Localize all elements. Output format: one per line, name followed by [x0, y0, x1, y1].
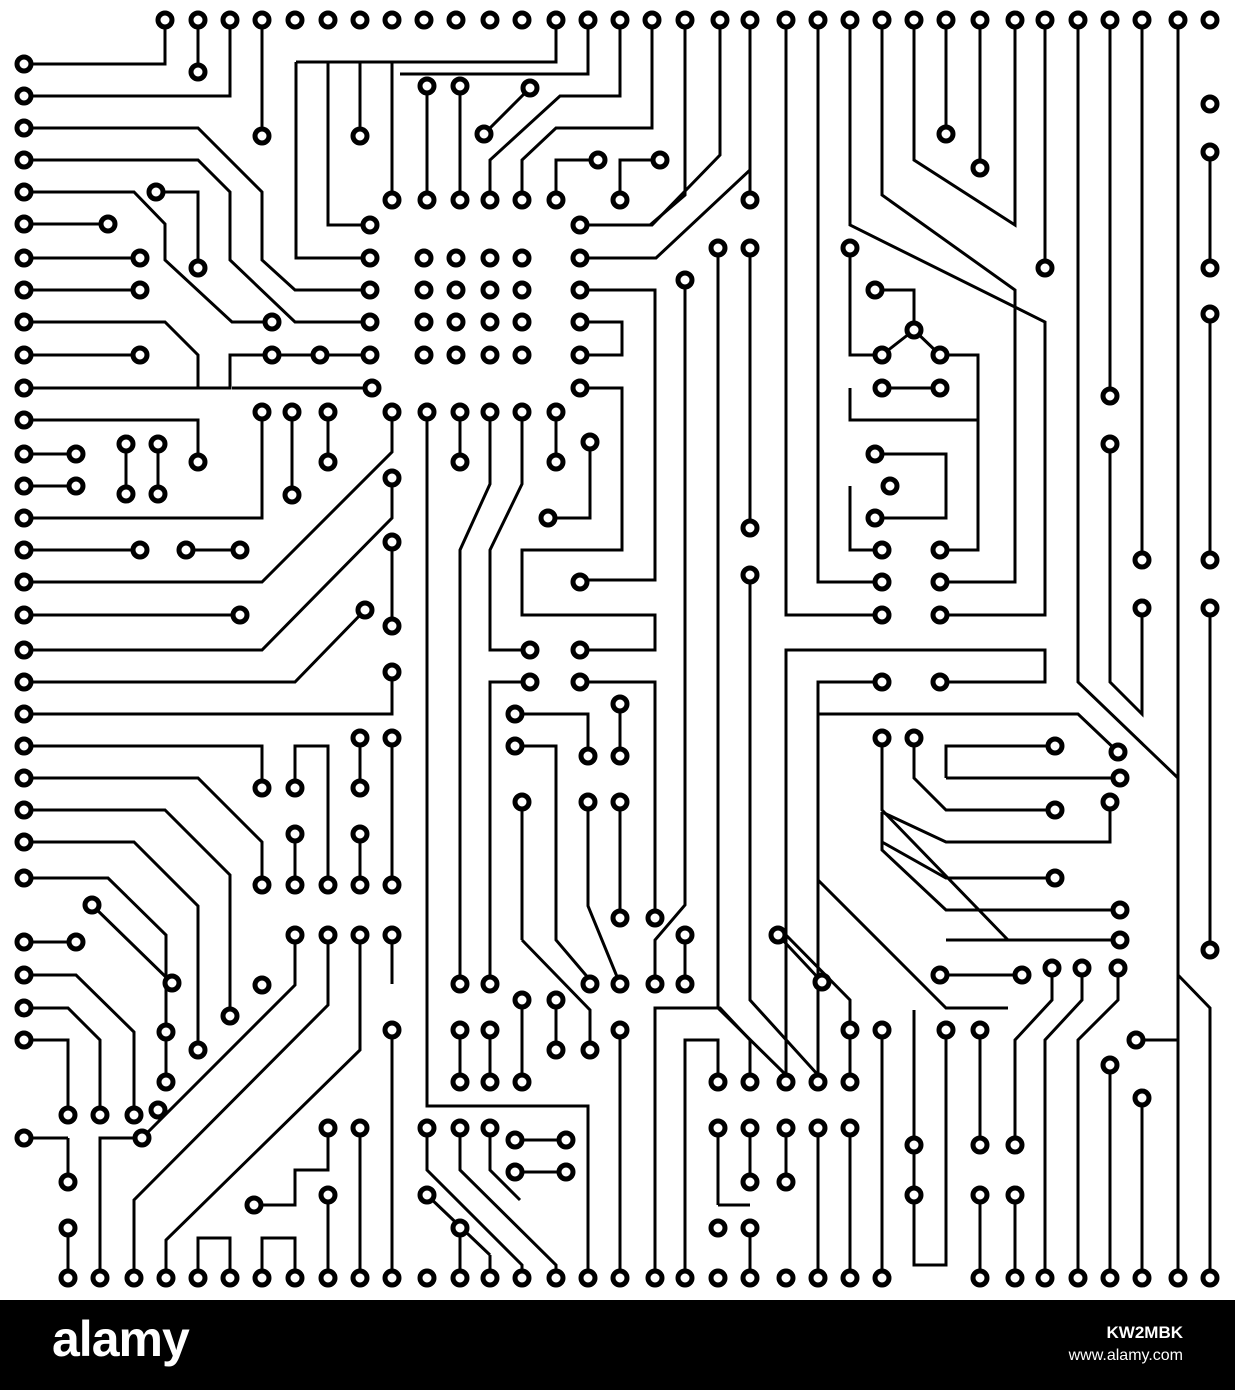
image-meta: KW2MBK www.alamy.com — [1069, 1322, 1183, 1367]
circuit-board-drawing — [14, 10, 1220, 1288]
brand-logo-text: alamy — [52, 1311, 190, 1367]
site-url-label: www.alamy.com — [1068, 1346, 1183, 1364]
watermark-banner: alamy KW2MBK www.alamy.com — [0, 1300, 1235, 1390]
image-id-label: KW2MBK — [1106, 1323, 1184, 1342]
circuit-board-artwork — [14, 10, 1220, 1288]
